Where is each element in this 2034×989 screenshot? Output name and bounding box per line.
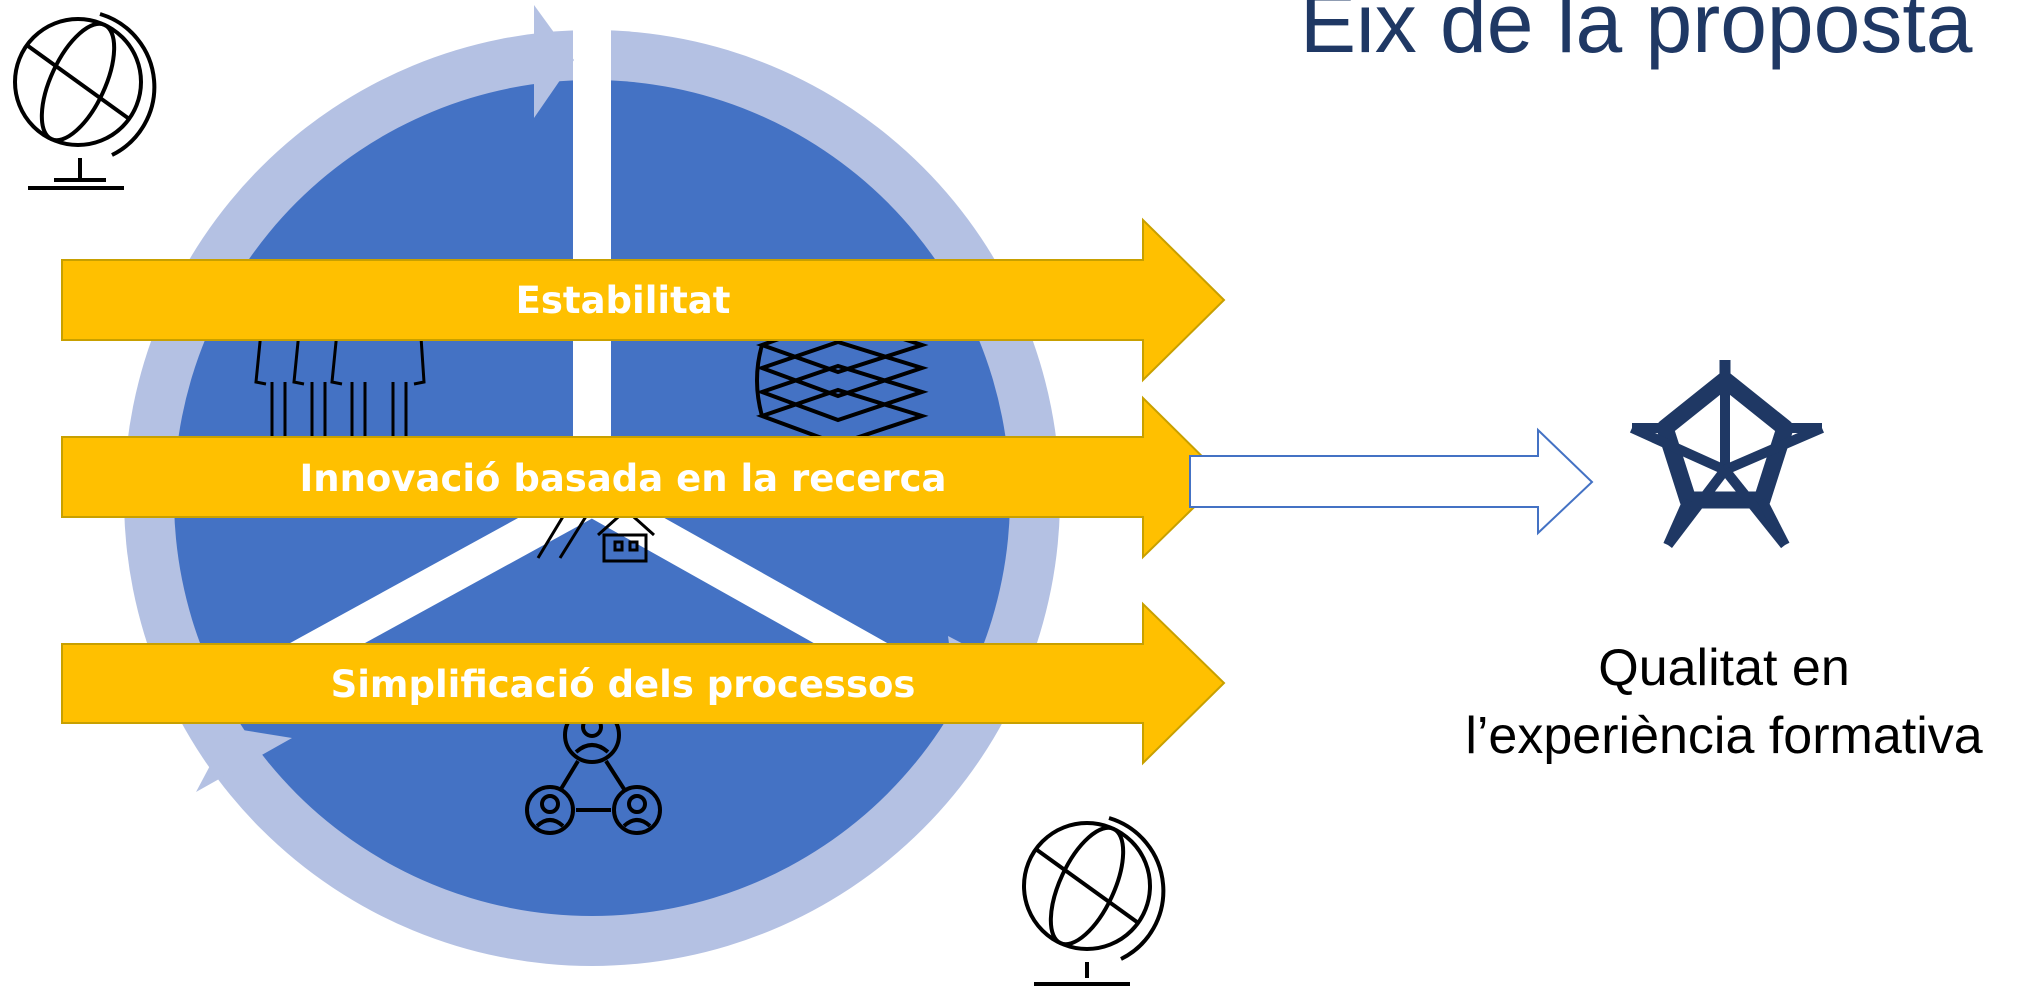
page-title: Eix de la proposta xyxy=(1300,0,1973,70)
cycle-arrowhead-top xyxy=(534,5,574,118)
band-arrow-simplificacio: Simplificació dels processos xyxy=(61,601,1226,766)
band-arrow-estabilitat: Estabilitat xyxy=(61,217,1226,383)
band-label-estabilitat: Estabilitat xyxy=(516,279,731,322)
cycle-arrowhead-bottom-left xyxy=(196,728,292,792)
cycle-divider-top xyxy=(573,0,611,498)
outcome-label-line2: l’experiència formativa xyxy=(1465,707,1982,765)
people-icon xyxy=(254,321,426,436)
band-label-innovacio: Innovació basada en la recerca xyxy=(299,457,946,500)
globe-icon xyxy=(1022,816,1166,986)
band-arrow-innovacio: Innovació basada en la recerca xyxy=(61,395,1226,560)
globe-icon xyxy=(13,12,157,190)
band-label-simplificacio: Simplificació dels processos xyxy=(331,663,916,706)
outcome-label-line1: Qualitat en xyxy=(1598,639,1850,697)
radar-chart-icon xyxy=(1629,360,1824,549)
outcome-arrow xyxy=(1189,427,1594,536)
network-people-icon xyxy=(525,706,662,835)
cycle-divider-left xyxy=(273,482,601,684)
